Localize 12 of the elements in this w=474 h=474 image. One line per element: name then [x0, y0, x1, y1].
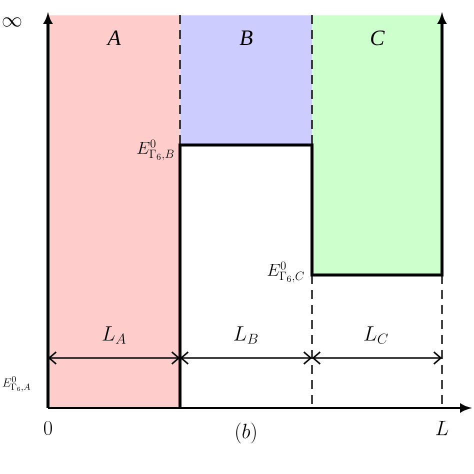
axis-label: $L_A$ — [102, 326, 126, 344]
axis-label: $E^0_{\Gamma_6,A}$ — [2, 376, 30, 392]
axis-label: $L_B$ — [234, 326, 258, 344]
axis-label: $(b)$ — [236, 422, 256, 444]
region-band: C — [312, 15, 442, 276]
region-band: B — [180, 15, 312, 146]
axis-label: $E^0_{\Gamma_6,C}$ — [268, 261, 304, 282]
axis-label: $L_C$ — [364, 326, 388, 344]
axis-label: $\infty$ — [2, 17, 22, 27]
axis-label: $E^0_{\Gamma_6,B}$ — [137, 139, 174, 160]
axis-label: $0$ — [44, 420, 52, 436]
axis-label: $L$ — [436, 420, 448, 436]
